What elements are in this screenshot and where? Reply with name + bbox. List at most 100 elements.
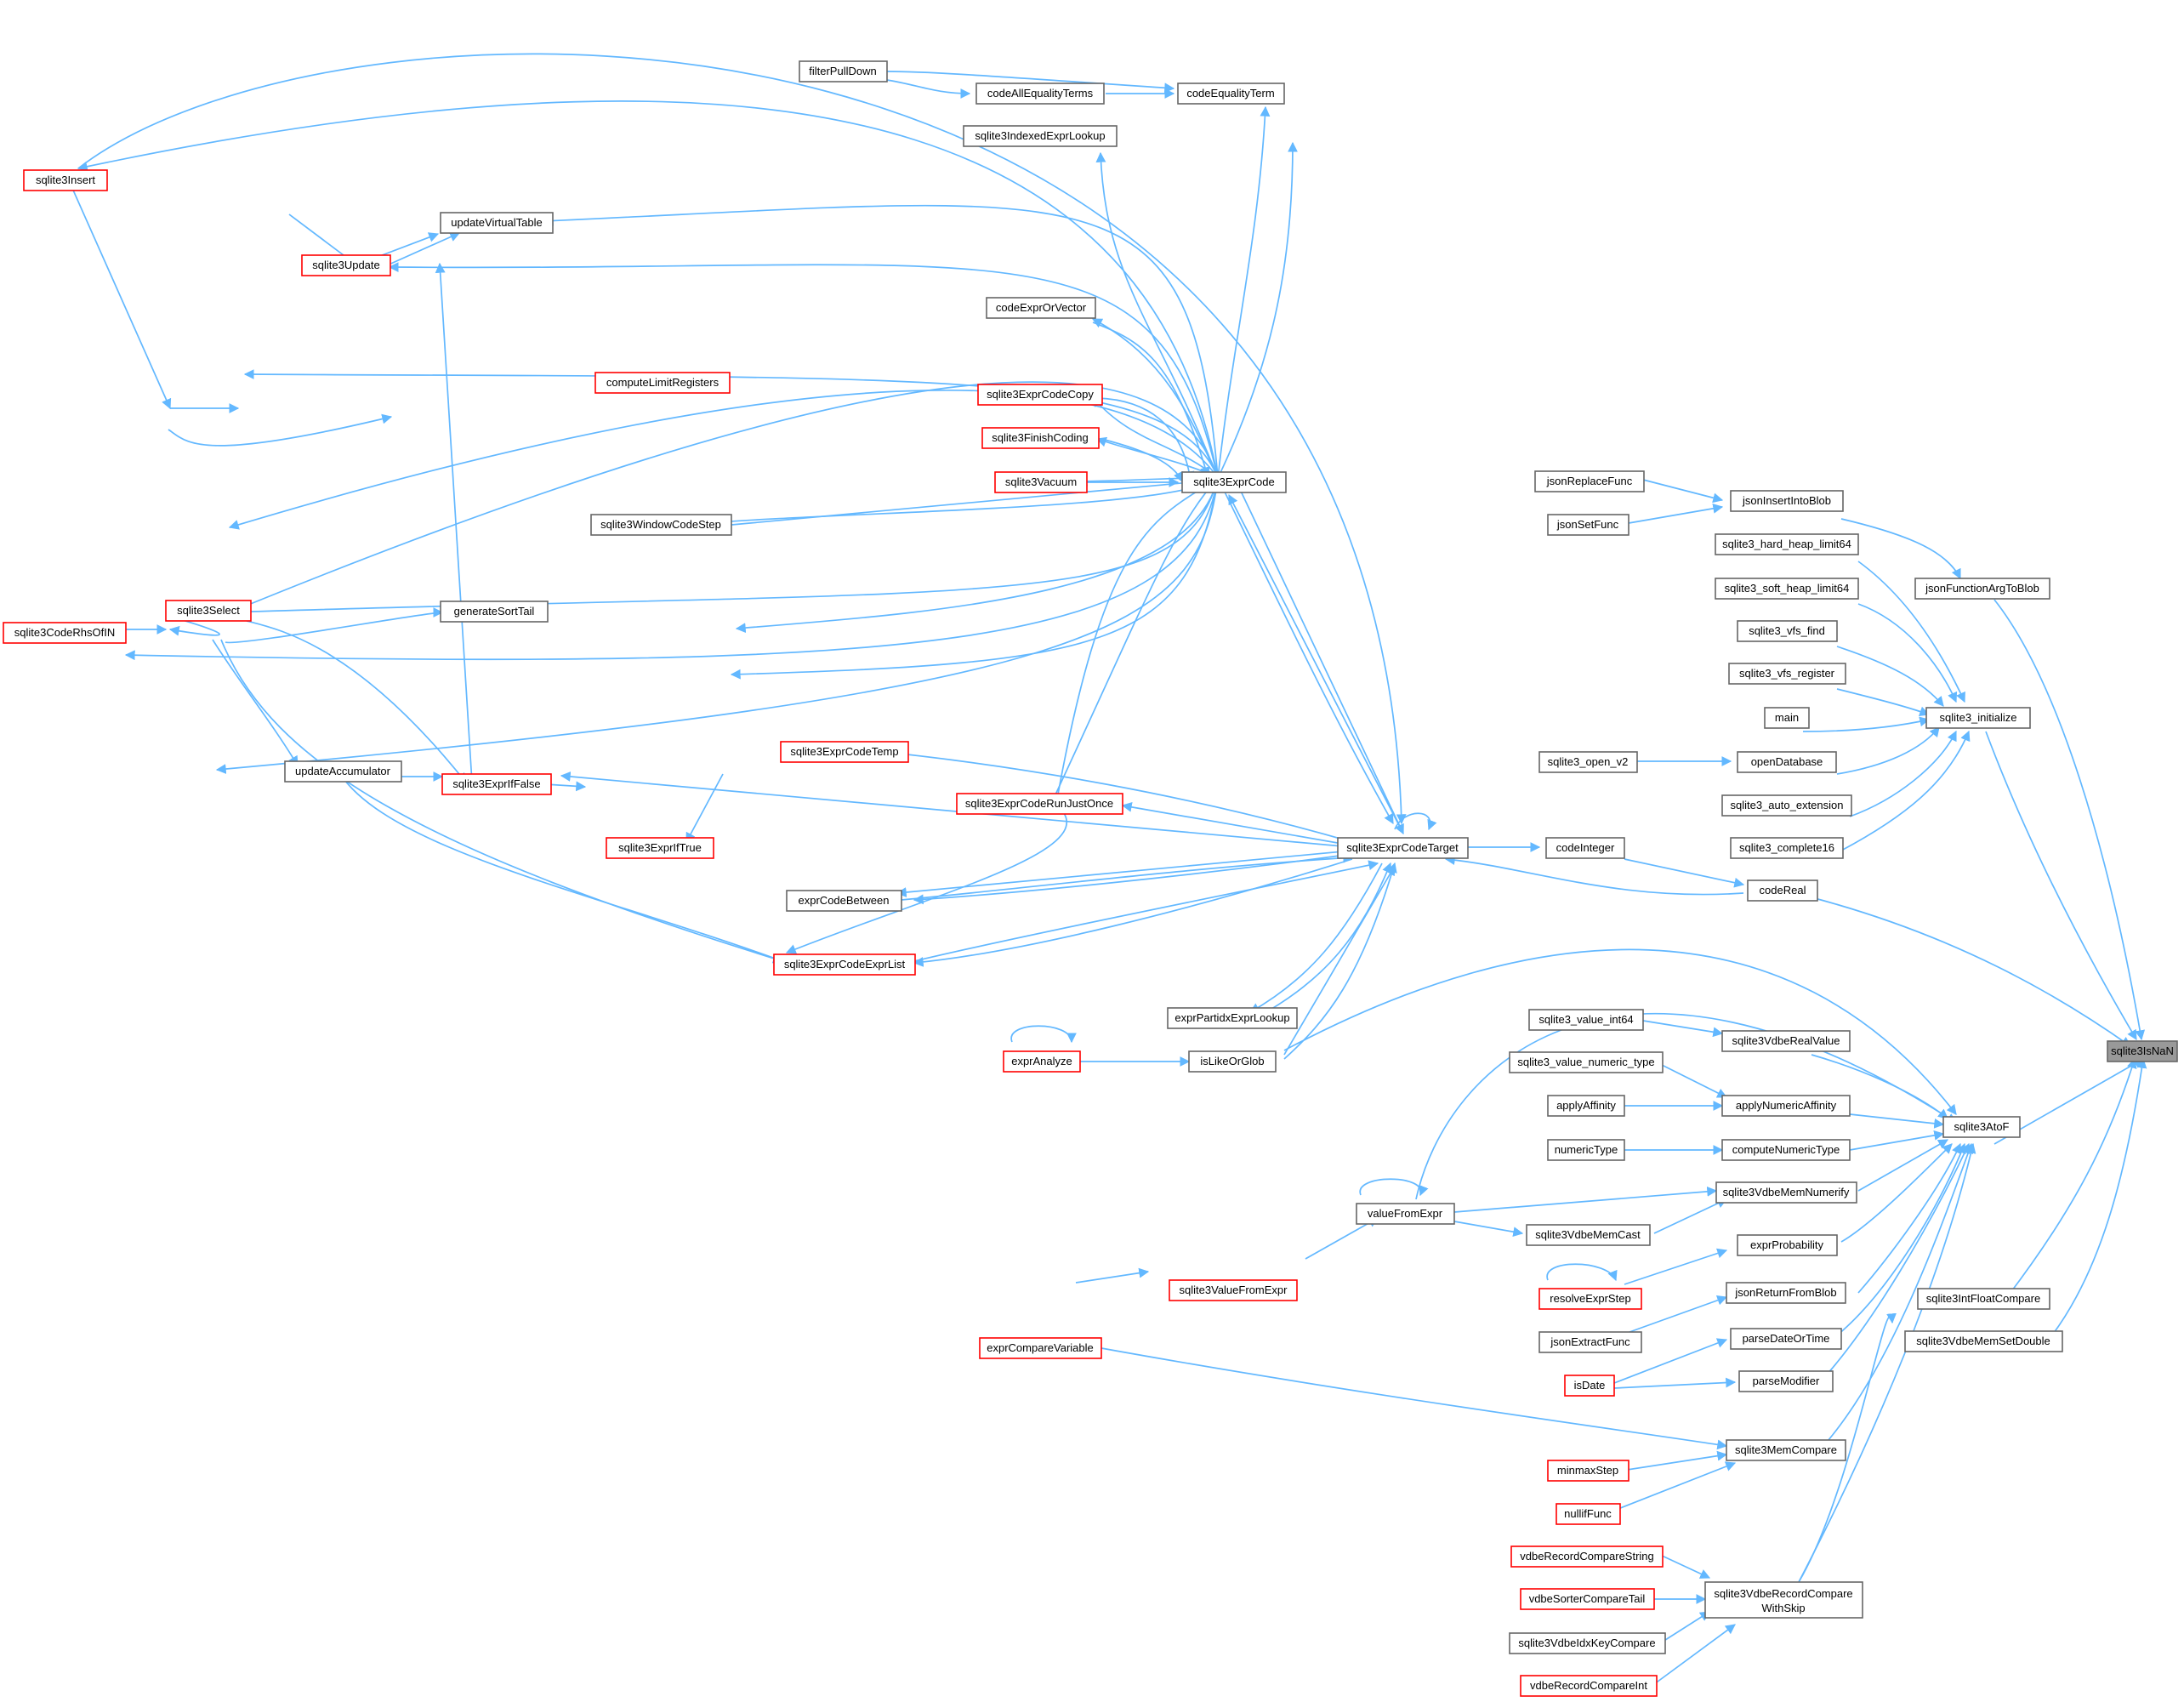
node-nullifFunc[interactable]: nullifFunc [1556, 1503, 1621, 1525]
node-jsonReturnFromBlob[interactable]: jsonReturnFromBlob [1726, 1282, 1846, 1304]
node-sqlite3ExprCode[interactable]: sqlite3ExprCode [1181, 471, 1287, 493]
node-sqlite3-hard-heap-limit64[interactable]: sqlite3_hard_heap_limit64 [1715, 533, 1859, 555]
node-vdbeSorterCompareTail[interactable]: vdbeSorterCompareTail [1520, 1588, 1655, 1610]
node-sqlite3MemCompare[interactable]: sqlite3MemCompare [1726, 1439, 1846, 1461]
node-computeLimitRegisters[interactable]: computeLimitRegisters [594, 372, 731, 394]
node-sqlite3ExprCodeRunJustOnce[interactable]: sqlite3ExprCodeRunJustOnce [956, 793, 1123, 815]
node-exprAnalyze[interactable]: exprAnalyze [1003, 1050, 1081, 1073]
node-codeInteger[interactable]: codeInteger [1545, 837, 1625, 859]
node-sqlite3FinishCoding[interactable]: sqlite3FinishCoding [981, 427, 1100, 449]
svg-text:sqlite3Insert: sqlite3Insert [36, 174, 95, 186]
node-vdbeRecordCompareString[interactable]: vdbeRecordCompareString [1510, 1545, 1664, 1568]
node-jsonInsertIntoBlob[interactable]: jsonInsertIntoBlob [1730, 490, 1844, 512]
edge [1857, 561, 1965, 703]
node-sqlite3IntFloatCompare[interactable]: sqlite3IntFloatCompare [1917, 1288, 2050, 1310]
svg-text:sqlite3VdbeMemSetDouble: sqlite3VdbeMemSetDouble [1916, 1335, 2050, 1347]
node-sqlite3CodeRhsOfIN[interactable]: sqlite3CodeRhsOfIN [3, 622, 127, 644]
node-computeNumericType[interactable]: computeNumericType [1721, 1139, 1851, 1161]
node-sqlite3-initialize[interactable]: sqlite3_initialize [1925, 707, 2031, 729]
node-sqlite3ExprIfFalse[interactable]: sqlite3ExprIfFalse [441, 773, 552, 795]
node-applyNumericAffinity[interactable]: applyNumericAffinity [1721, 1095, 1851, 1117]
node-openDatabase[interactable]: openDatabase [1737, 751, 1837, 773]
node-sqlite3ValueFromExpr[interactable]: sqlite3ValueFromExpr [1169, 1279, 1298, 1301]
node-sqlite3-auto-extension[interactable]: sqlite3_auto_extension [1721, 794, 1852, 817]
edge [1642, 479, 1724, 504]
svg-text:sqlite3_hard_heap_limit64: sqlite3_hard_heap_limit64 [1722, 538, 1851, 550]
node-jsonReplaceFunc[interactable]: jsonReplaceFunc [1534, 470, 1645, 492]
svg-text:exprCompareVariable: exprCompareVariable [987, 1341, 1094, 1354]
edge [1613, 1377, 1737, 1389]
node-codeReal[interactable]: codeReal [1747, 879, 1818, 902]
node-sqlite3ExprCodeTarget[interactable]: sqlite3ExprCodeTarget [1337, 837, 1469, 859]
node-main[interactable]: main [1764, 707, 1810, 729]
edge [866, 746, 1353, 843]
node-sqlite3-value-numeric-type[interactable]: sqlite3_value_numeric_type [1509, 1051, 1664, 1073]
node-codeExprOrVector[interactable]: codeExprOrVector [986, 297, 1096, 319]
node-jsonFunctionArgToBlob[interactable]: jsonFunctionArgToBlob [1914, 578, 2050, 600]
node-sqlite3Update[interactable]: sqlite3Update [301, 254, 391, 276]
node-resolveExprStep[interactable]: resolveExprStep [1538, 1288, 1642, 1310]
node-sqlite3IndexedExprLookup[interactable]: sqlite3IndexedExprLookup [963, 125, 1118, 147]
node-generateSortTail[interactable]: generateSortTail [440, 601, 549, 623]
edge [1840, 518, 1961, 580]
node-updateAccumulator[interactable]: updateAccumulator [284, 760, 402, 783]
node-sqlite3ExprIfTrue[interactable]: sqlite3ExprIfTrue [606, 837, 714, 859]
node-sqlite3Vacuum[interactable]: sqlite3Vacuum [994, 471, 1088, 493]
node-valueFromExpr[interactable]: valueFromExpr [1356, 1203, 1455, 1225]
edge [913, 853, 1353, 905]
node-parseModifier[interactable]: parseModifier [1738, 1370, 1834, 1392]
svg-text:sqlite3WindowCodeStep: sqlite3WindowCodeStep [600, 518, 721, 531]
edge [1359, 1178, 1429, 1197]
node-isLikeOrGlob[interactable]: isLikeOrGlob [1188, 1050, 1277, 1073]
node-exprCompareVariable[interactable]: exprCompareVariable [979, 1337, 1102, 1359]
node-sqlite3VdbeMemCast[interactable]: sqlite3VdbeMemCast [1526, 1224, 1651, 1246]
node-exprCodeBetween[interactable]: exprCodeBetween [786, 890, 902, 912]
edge [1394, 812, 1437, 831]
edge [1075, 1267, 1150, 1284]
node-vdbeRecordCompareInt[interactable]: vdbeRecordCompareInt [1520, 1675, 1658, 1697]
node-sqlite3VdbeRealValue[interactable]: sqlite3VdbeRealValue [1721, 1030, 1851, 1052]
edge [1659, 1554, 1711, 1579]
node-updateVirtualTable[interactable]: updateVirtualTable [440, 212, 554, 234]
node-sqlite3AtoF[interactable]: sqlite3AtoF [1942, 1116, 2021, 1138]
node-sqlite3IsNaN[interactable]: sqlite3IsNaN [2107, 1040, 2178, 1062]
node-sqlite3-value-int64[interactable]: sqlite3_value_int64 [1528, 1009, 1644, 1031]
node-codeAllEqualityTerms[interactable]: codeAllEqualityTerms [975, 83, 1105, 105]
node-jsonExtractFunc[interactable]: jsonExtractFunc [1538, 1331, 1642, 1353]
node-filterPullDown[interactable]: filterPullDown [799, 60, 888, 83]
node-codeEqualityTerm[interactable]: codeEqualityTerm [1177, 83, 1285, 105]
node-sqlite3VdbeMemNumerify[interactable]: sqlite3VdbeMemNumerify [1715, 1181, 1857, 1204]
node-sqlite3Select[interactable]: sqlite3Select [165, 600, 252, 622]
node-jsonSetFunc[interactable]: jsonSetFunc [1547, 514, 1629, 536]
node-numericType[interactable]: numericType [1547, 1139, 1625, 1161]
node-minmaxStep[interactable]: minmaxStep [1547, 1460, 1629, 1482]
svg-text:computeLimitRegisters: computeLimitRegisters [606, 376, 719, 389]
node-sqlite3ExprCodeExprList[interactable]: sqlite3ExprCodeExprList [773, 953, 916, 976]
edge [1653, 1198, 1728, 1234]
node-sqlite3-open-v2[interactable]: sqlite3_open_v2 [1538, 751, 1638, 773]
node-sqlite3-soft-heap-limit64[interactable]: sqlite3_soft_heap_limit64 [1715, 578, 1859, 600]
edge [1619, 1295, 1728, 1336]
node-sqlite3VdbeMemSetDouble[interactable]: sqlite3VdbeMemSetDouble [1904, 1330, 2063, 1352]
node-sqlite3Insert[interactable]: sqlite3Insert [23, 169, 108, 191]
svg-text:vdbeRecordCompareInt: vdbeRecordCompareInt [1530, 1679, 1647, 1692]
node-applyAffinity[interactable]: applyAffinity [1547, 1095, 1625, 1117]
svg-text:codeReal: codeReal [1760, 884, 1806, 897]
edge [77, 100, 1219, 479]
node-sqlite3VdbeIdxKeyCompare[interactable]: sqlite3VdbeIdxKeyCompare [1509, 1632, 1666, 1654]
node-exprPartidxExprLookup[interactable]: exprPartidxExprLookup [1167, 1007, 1298, 1029]
edge [77, 53, 1407, 825]
node-parseDateOrTime[interactable]: parseDateOrTime [1730, 1328, 1842, 1350]
node-sqlite3-vfs-register[interactable]: sqlite3_vfs_register [1728, 663, 1846, 685]
node-exprProbability[interactable]: exprProbability [1737, 1234, 1838, 1256]
node-sqlite3WindowCodeStep[interactable]: sqlite3WindowCodeStep [590, 514, 732, 536]
svg-text:parseDateOrTime: parseDateOrTime [1743, 1332, 1830, 1345]
node-sqlite3ExprCodeTemp[interactable]: sqlite3ExprCodeTemp [780, 741, 909, 763]
node-isDate[interactable]: isDate [1564, 1375, 1615, 1397]
edge [224, 477, 1219, 618]
node-sqlite3ExprCodeCopy[interactable]: sqlite3ExprCodeCopy [977, 384, 1103, 406]
node-sqlite3-vfs-find[interactable]: sqlite3_vfs_find [1737, 620, 1838, 642]
edge [1615, 1461, 1737, 1511]
node-sqlite3-complete16[interactable]: sqlite3_complete16 [1730, 837, 1844, 859]
